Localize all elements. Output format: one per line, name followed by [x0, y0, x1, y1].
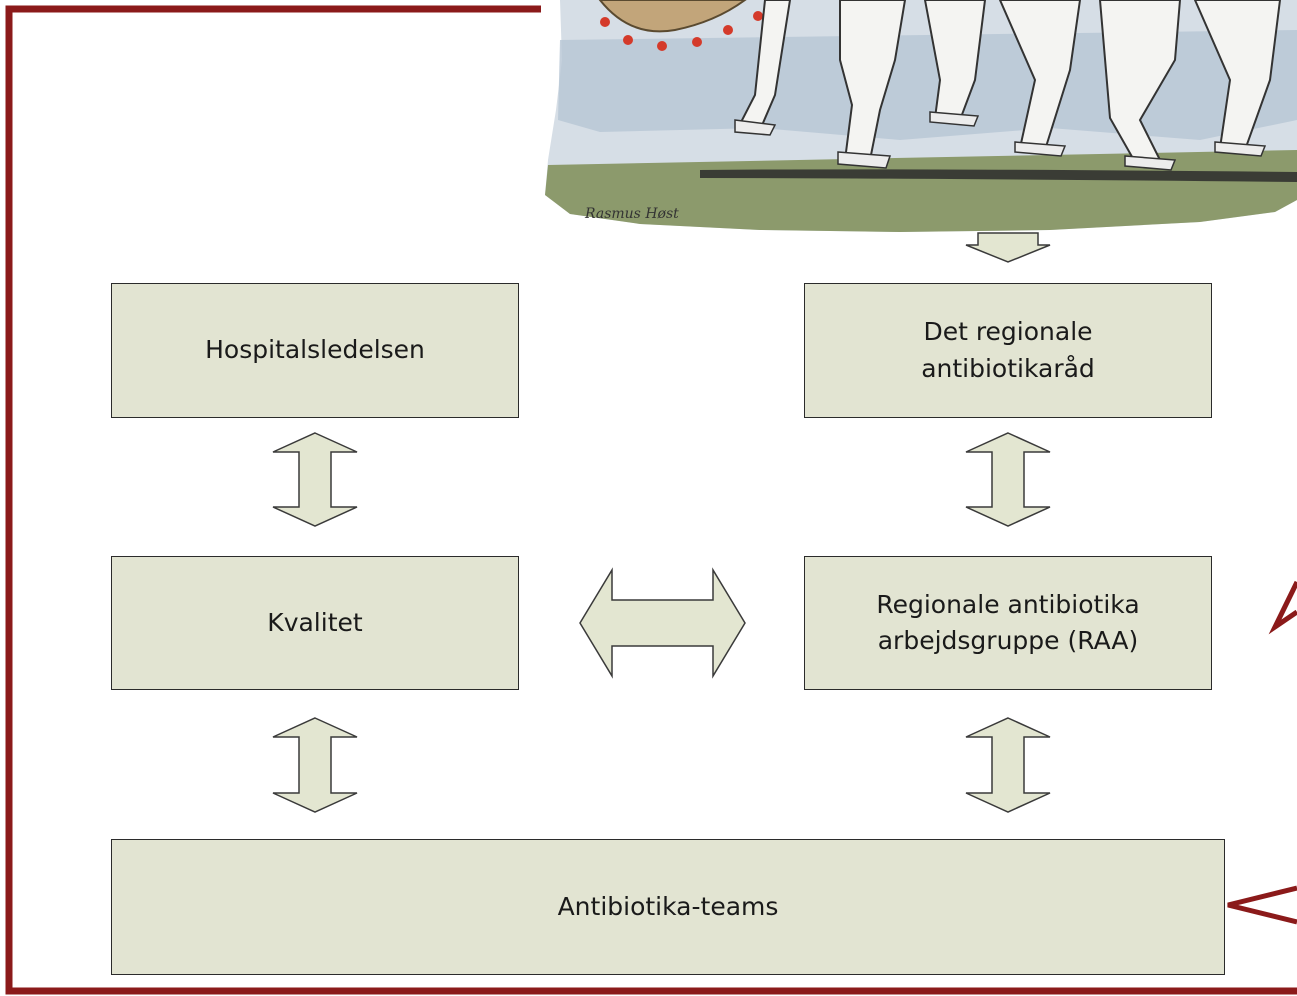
cartoon-illustration-icon — [545, 0, 1297, 232]
antibiotic-teams-box: Antibiotika-teams — [111, 839, 1225, 975]
down-arrow-icon — [965, 232, 1051, 263]
left-right-arrow-icon — [579, 567, 746, 679]
updown-arrow-icon — [272, 432, 358, 527]
updown-arrow-icon — [965, 717, 1051, 813]
updown-arrow-icon — [272, 717, 358, 813]
hospital-management-box: Hospitalsledelsen — [111, 283, 519, 418]
regional-working-group-box: Regionale antibiotika arbejdsgruppe (RAA… — [804, 556, 1212, 690]
box-label: Det regionale antibiotikaråd — [921, 317, 1095, 383]
box-label: Antibiotika-teams — [557, 891, 779, 921]
artist-signature: Rasmus Høst — [584, 206, 679, 222]
pointer-arrow-icon — [1227, 885, 1297, 925]
frame-border — [5, 5, 1297, 995]
box-label: Kvalitet — [267, 607, 363, 637]
regional-antibiotic-council-box: Det regionale antibiotikaråd — [804, 283, 1212, 418]
updown-arrow-icon — [965, 432, 1051, 527]
pointer-arrow-icon — [1268, 580, 1297, 635]
box-label: Hospitalsledelsen — [205, 335, 425, 365]
quality-box: Kvalitet — [111, 556, 519, 690]
box-label: Regionale antibiotika arbejdsgruppe (RAA… — [876, 589, 1140, 655]
